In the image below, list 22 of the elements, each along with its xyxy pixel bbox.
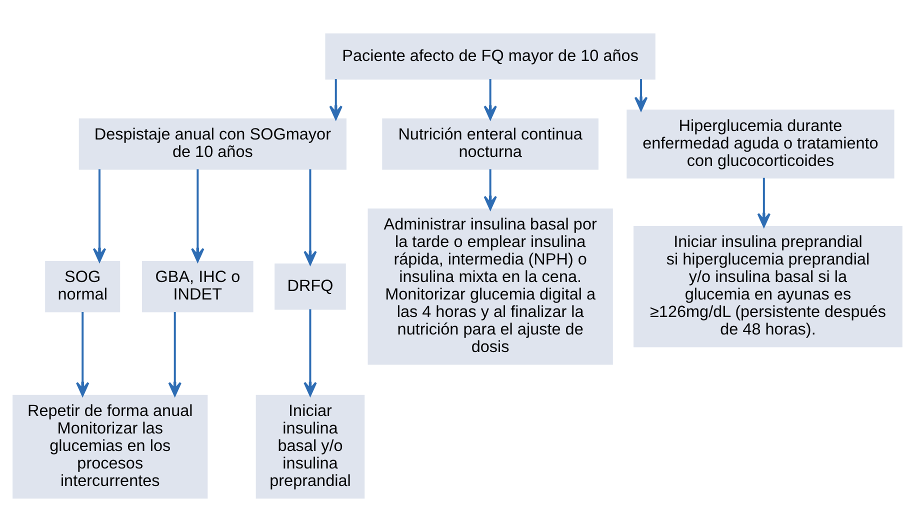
node-box: Iniciar insulina preprandial si hiperglucemia preprandial y/o insulina basal si la glucemia en ayunas es ≥126mg/dL (persistente después de 48 horas).	[634, 225, 902, 347]
arrow	[634, 78, 648, 111]
node-box: DRFQ	[274, 263, 346, 310]
arrow	[191, 168, 204, 262]
node-box: SOG normal	[45, 260, 120, 312]
arrow	[168, 312, 182, 396]
arrow	[92, 168, 106, 262]
node-box: Despistaje anual con SOGmayor de 10 años	[78, 118, 346, 170]
node-box: GBA, IHC o INDET	[142, 260, 254, 312]
arrow	[304, 168, 317, 265]
arrow	[76, 312, 90, 396]
node-box: Administrar insulina basal por la tarde o emplear insulina rápida, intermedia (NPH) o insulina mixta en la cena. Monitorizar glucemia digital a las 4 horas y al finalizar la nutrición para el ajuste de dosis	[368, 208, 613, 364]
arrow	[329, 78, 342, 120]
arrow	[304, 308, 317, 396]
node-box: Nutrición enteral continua nocturna	[382, 118, 598, 170]
arrow	[484, 168, 497, 210]
node-box: Repetir de forma anual Monitorizar las glucemias en los procesos intercurrentes	[12, 394, 208, 498]
node-box: Hiperglucemia durante enfermedad aguda o tratamiento con glucocorticoides	[626, 109, 894, 178]
arrow	[484, 78, 497, 120]
node-box: Paciente afecto de FQ mayor de 10 años	[325, 32, 656, 80]
node-box: Iniciar insulina basal y/o insulina preprandial	[256, 394, 365, 498]
arrow	[757, 177, 771, 227]
